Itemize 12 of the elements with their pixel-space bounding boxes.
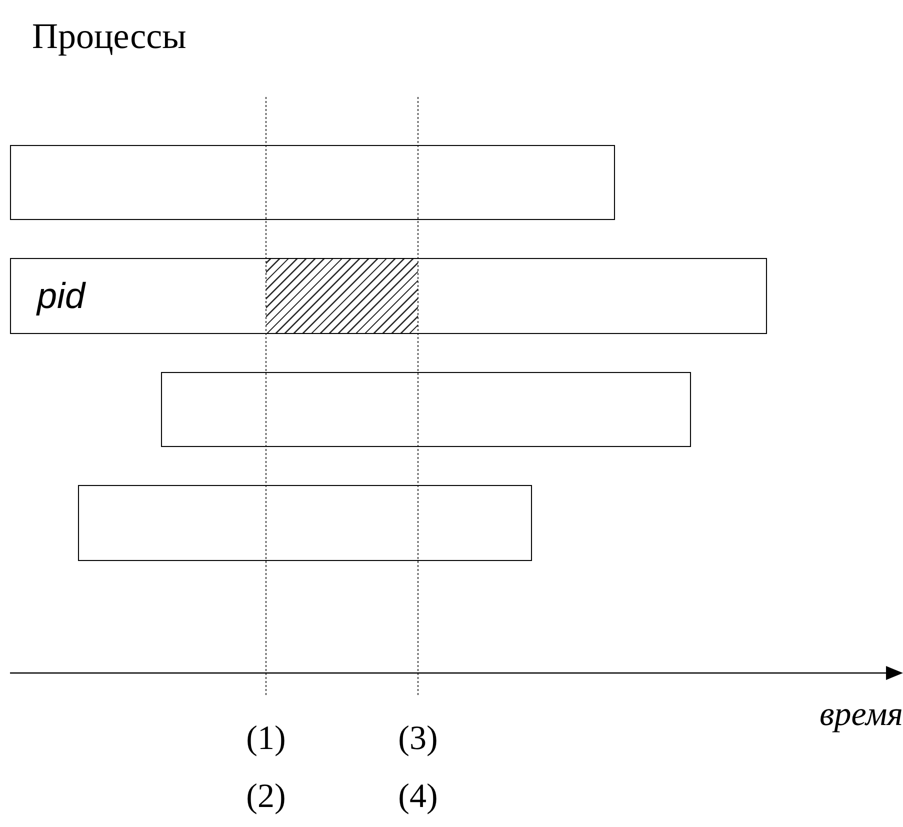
process-label: pid — [37, 278, 86, 314]
process-bar — [10, 258, 767, 334]
process-bar — [10, 145, 615, 220]
time-point-label: (4) — [397, 777, 439, 817]
process-bar — [161, 372, 691, 447]
time-point-label: (2) — [245, 777, 287, 817]
time-point-label: (1) — [245, 719, 287, 759]
title: Процессы — [32, 15, 186, 58]
time-point-label: (3) — [397, 719, 439, 759]
hatched-area — [266, 259, 418, 333]
process-bar — [78, 485, 532, 561]
axis-label: время — [818, 695, 903, 735]
